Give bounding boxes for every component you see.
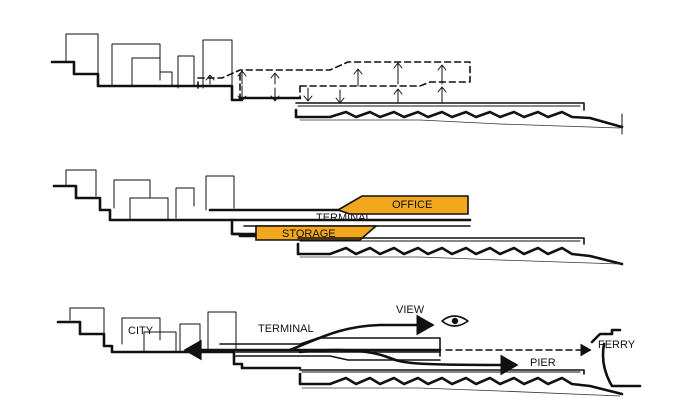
storage-block — [255, 225, 379, 241]
waterline-1 — [294, 102, 624, 135]
dashed-massing — [197, 61, 471, 101]
view-label: VIEW — [396, 304, 425, 316]
city-buildings-2 — [65, 169, 235, 221]
view-path — [288, 314, 435, 352]
ground-line-3 — [56, 320, 302, 370]
city-buildings — [65, 33, 233, 89]
storage-label: STORAGE — [282, 228, 336, 240]
pier-label: PIER — [530, 357, 556, 369]
section-panel-2: OFFICE TERMINAL STORAGE — [52, 169, 624, 266]
ferry-hull — [590, 328, 642, 388]
waterline-2 — [296, 237, 624, 266]
office-block — [336, 195, 469, 215]
up-arrow-icon — [205, 62, 447, 103]
terminal-label-3: TERMINAL — [258, 323, 314, 335]
ferry-label: FERRY — [598, 339, 636, 351]
section-panel-1 — [50, 33, 624, 135]
waterline-3 — [298, 369, 624, 397]
section-panel-3: CITY TERMINAL VIEW PIER FERRY — [56, 304, 642, 397]
city-label: CITY — [128, 325, 154, 337]
down-arrow-icon — [237, 85, 345, 104]
terminal-label: TERMINAL — [316, 212, 372, 224]
pier-path — [298, 348, 519, 376]
city-buildings-3 — [69, 307, 237, 353]
office-label: OFFICE — [392, 199, 432, 211]
ground-line — [50, 60, 302, 102]
eye-icon — [441, 315, 469, 327]
